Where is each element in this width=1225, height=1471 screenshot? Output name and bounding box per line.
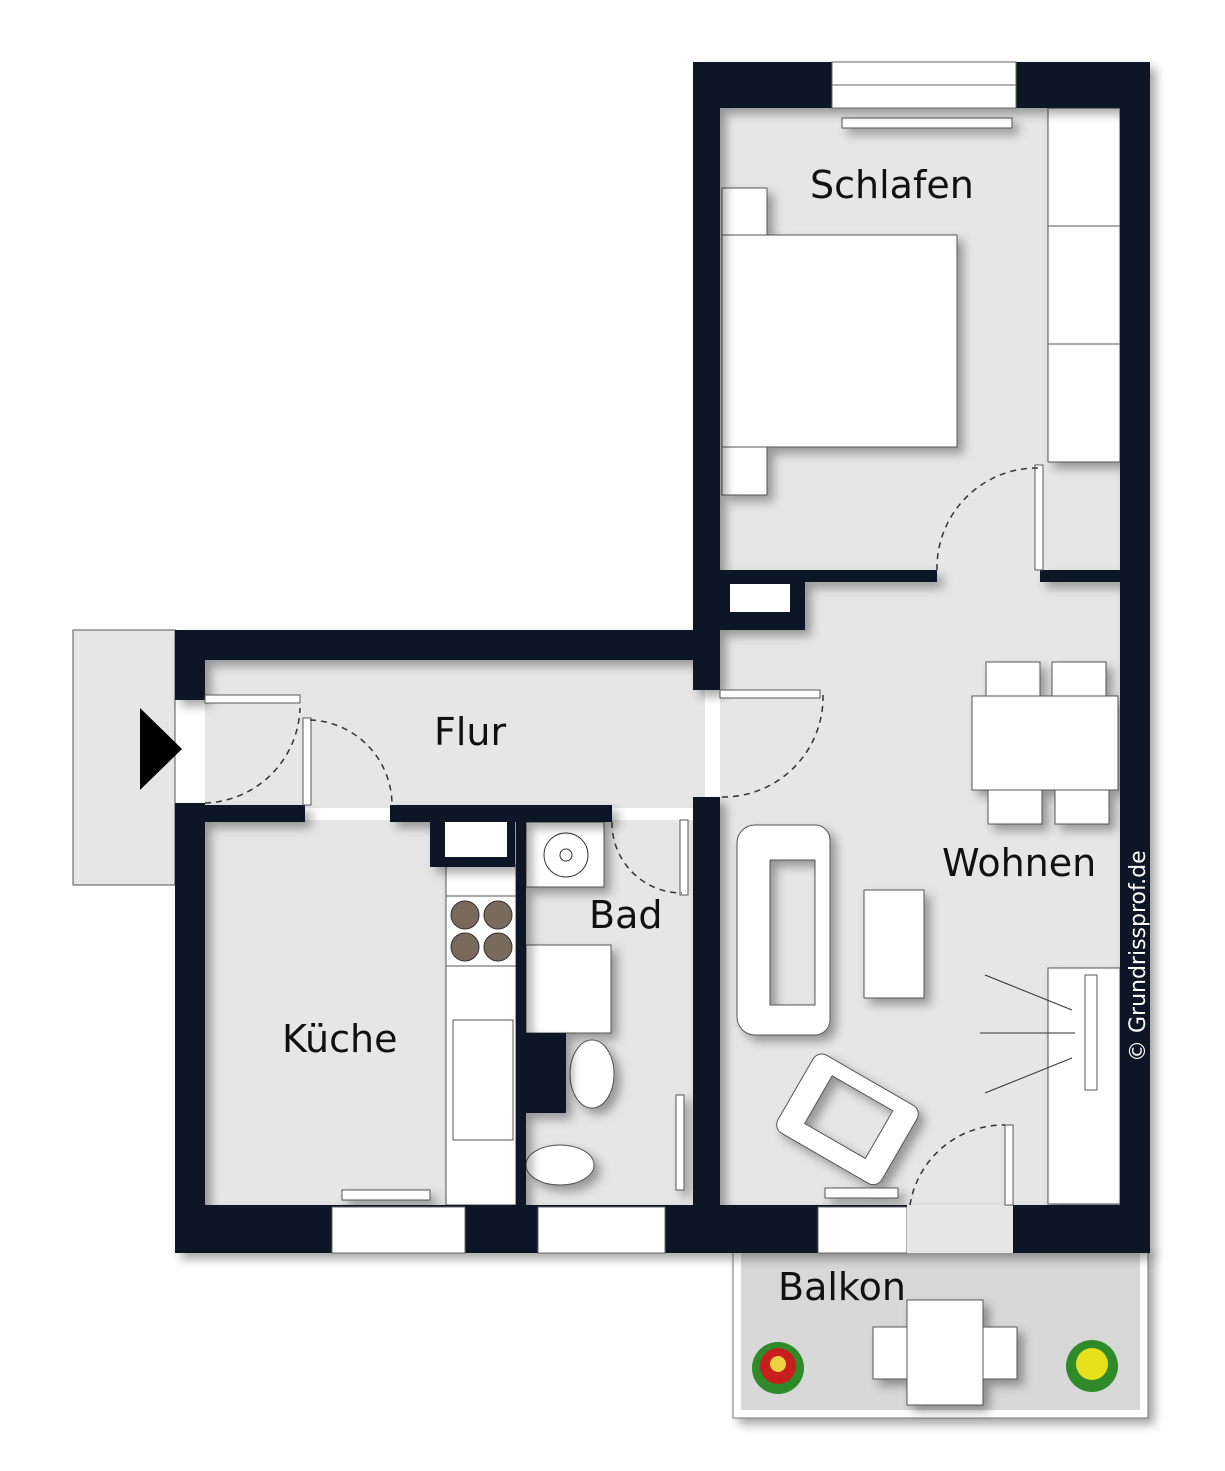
windows (331, 61, 1017, 1254)
chair (987, 789, 1043, 825)
tv-cabinet (1047, 967, 1121, 1205)
entrance-arrow-icon (140, 708, 182, 790)
chair (1054, 789, 1110, 825)
bed (721, 234, 958, 448)
room-label-schlafen: Schlafen (810, 163, 974, 207)
room-label-balkon: Balkon (778, 1265, 906, 1309)
room-label-kueche: Küche (282, 1017, 397, 1061)
sink (452, 1019, 514, 1141)
chair (985, 661, 1041, 697)
nightstand (721, 187, 768, 237)
coffee-table (863, 889, 925, 999)
balcony-chair (872, 1326, 908, 1380)
drum-icon (543, 832, 589, 878)
armchair (776, 1053, 919, 1186)
wardrobe (1047, 225, 1121, 345)
nightstand (721, 446, 768, 496)
washbasin (569, 1039, 615, 1109)
room-label-flur: Flur (434, 710, 506, 754)
chair (1051, 661, 1107, 697)
dining-table (971, 695, 1119, 791)
watermark: © Grundrissprof.de (1126, 850, 1151, 1062)
room-label-wohnen: Wohnen (942, 841, 1096, 885)
tv-view-line (984, 974, 1073, 1011)
shower (525, 944, 612, 1034)
sofa (736, 824, 831, 1036)
toilet (525, 1144, 595, 1186)
balcony-chair (982, 1326, 1018, 1380)
room-label-bad: Bad (589, 893, 662, 937)
balcony-table (906, 1299, 984, 1406)
wardrobe (1047, 343, 1121, 463)
stove-burners (450, 900, 513, 962)
plant-icon (752, 1340, 1118, 1394)
doors (204, 464, 1044, 1206)
wardrobe (1047, 107, 1121, 227)
